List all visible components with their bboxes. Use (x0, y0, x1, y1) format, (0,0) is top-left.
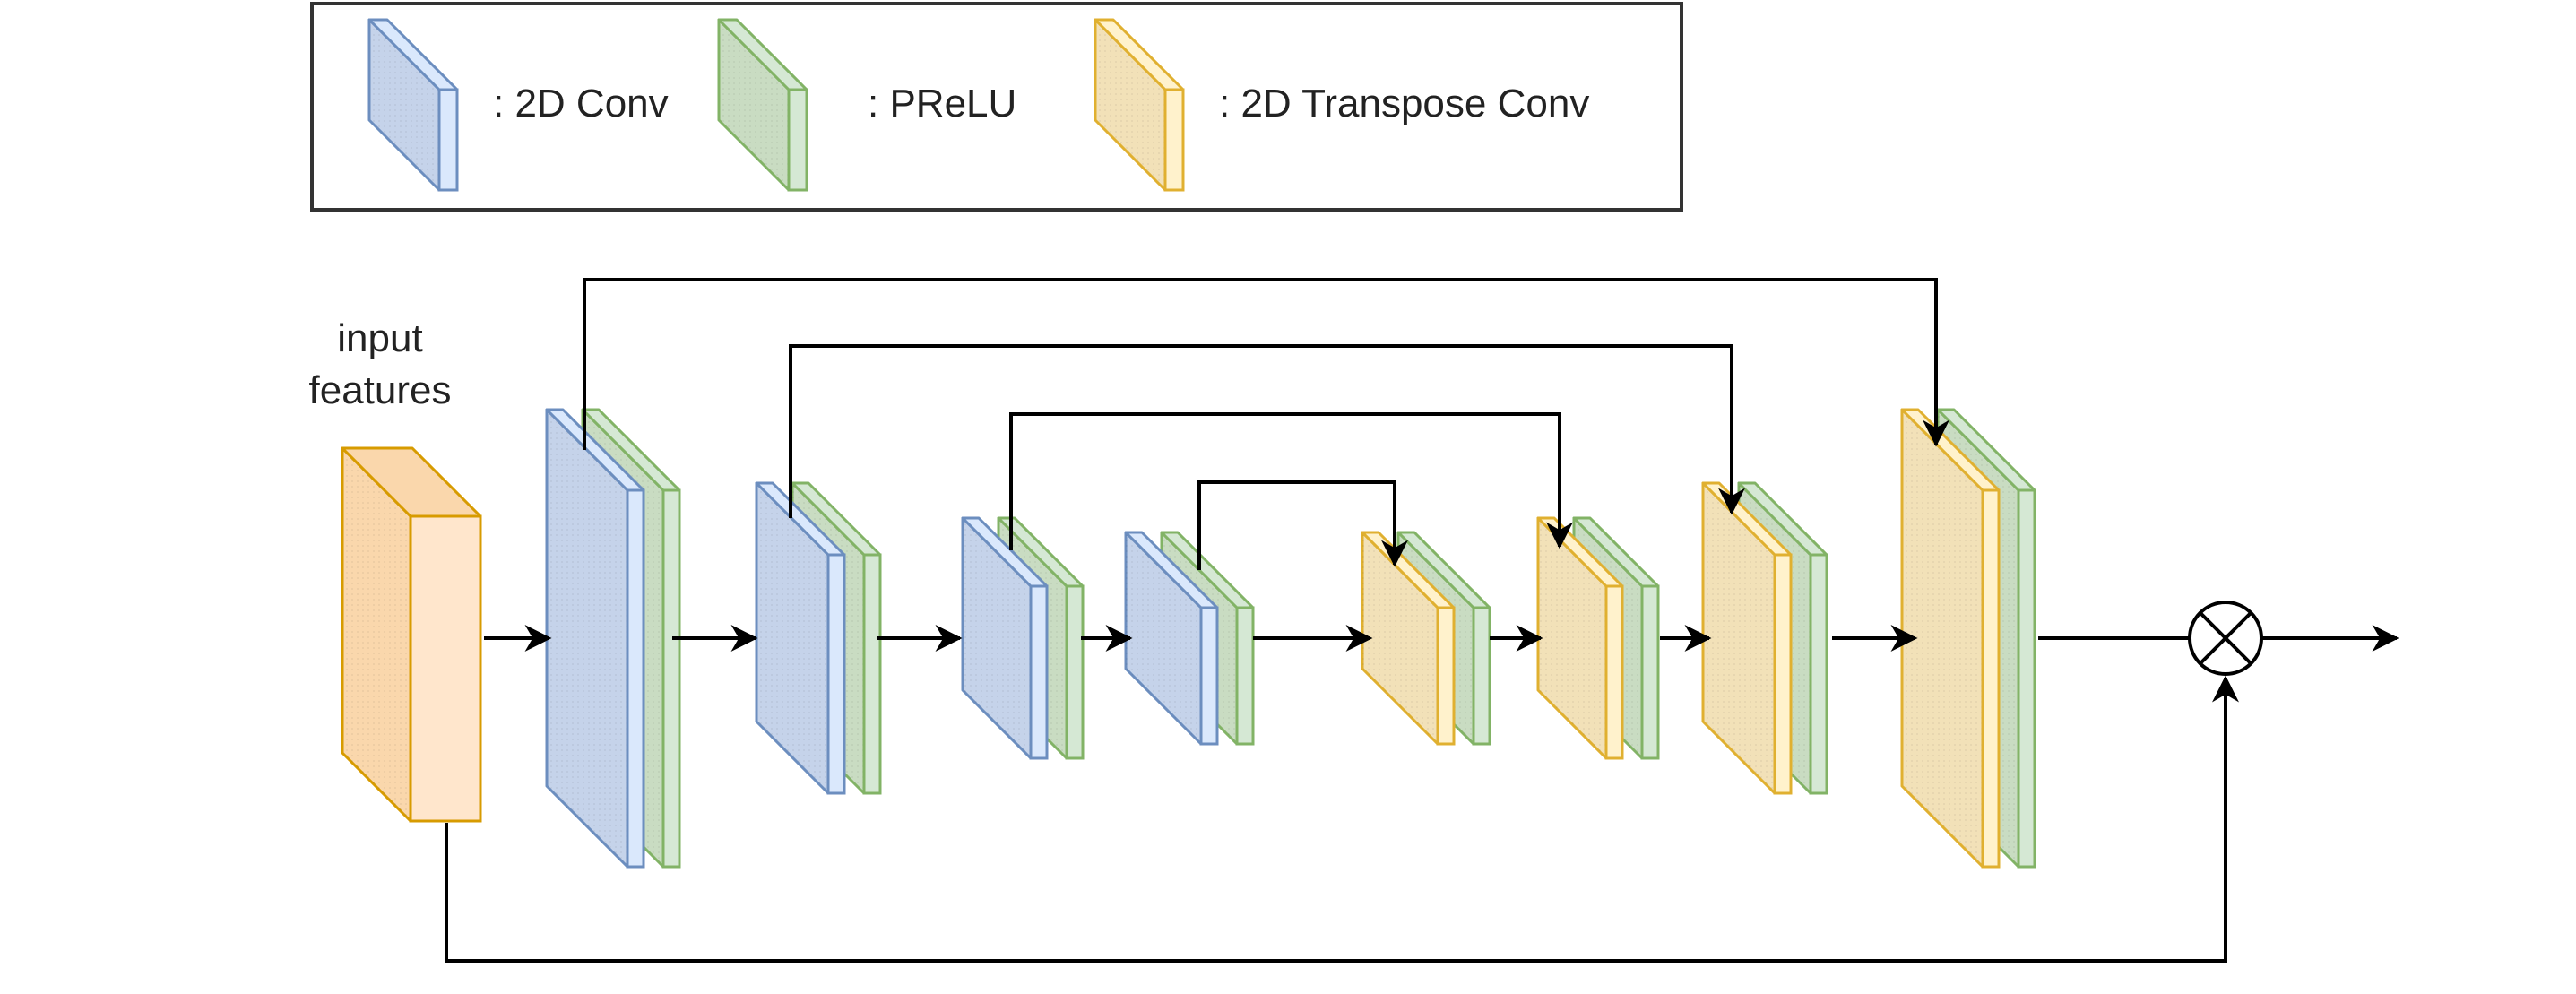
legend-swatches (367, 18, 1185, 192)
legend-swatch-prelu (717, 18, 808, 192)
legend-frame (310, 2, 1683, 212)
encoder-block-2 (755, 481, 882, 795)
multiply-circle-icon (2188, 601, 2263, 676)
legend-label-prelu: : PReLU (868, 82, 1016, 125)
skip-enc1-to-dec4 (583, 278, 1949, 450)
network-blocks (341, 408, 2036, 869)
encoder-block-4 (1124, 531, 1255, 746)
decoder-block-1 (1361, 531, 1491, 746)
conv-layer (755, 481, 846, 795)
skip-connections (445, 278, 2239, 963)
conv-layer (1124, 531, 1219, 746)
conv-layer (961, 516, 1049, 760)
decoder-block-4 (1900, 408, 2036, 869)
skip-enc3-to-dec2 (1009, 412, 1573, 550)
input-label-line2: features (309, 368, 452, 412)
input-features-block (341, 446, 482, 823)
legend-swatch-conv (367, 18, 459, 192)
input-label-line1: input (337, 316, 422, 360)
conv-layer (545, 408, 645, 869)
transpose-conv-layer (1900, 408, 2001, 869)
decoder-block-2 (1536, 516, 1660, 760)
legend: : 2D Conv : PReLU : 2D Transpose Conv (310, 2, 1683, 212)
encoder-block-1 (545, 408, 681, 869)
legend-swatch-tconv (1094, 18, 1185, 192)
encoder-block-3 (961, 516, 1085, 760)
skip-enc4-to-dec1 (1197, 480, 1408, 570)
legend-label-conv: : 2D Conv (493, 82, 669, 125)
residual-input-to-multiply (445, 675, 2239, 963)
decoder-block-3 (1701, 481, 1828, 795)
skip-enc2-to-dec3 (789, 344, 1745, 518)
legend-label-tconv: : 2D Transpose Conv (1219, 82, 1589, 125)
